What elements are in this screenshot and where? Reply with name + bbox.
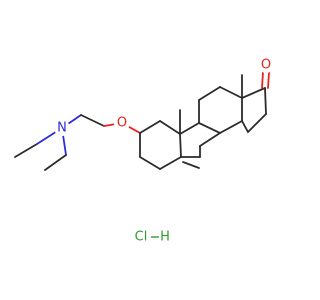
bond-d3-c5 bbox=[241, 120, 249, 133]
double-bond-c5-c6 bbox=[182, 161, 200, 169]
hydrochloride-salt: Cl H bbox=[135, 230, 170, 245]
bond-d2-d3 bbox=[247, 113, 267, 133]
bond-a3-b3 bbox=[179, 122, 200, 135]
bond-a3-a4 bbox=[179, 133, 182, 158]
ketone-oxygen-label: O bbox=[261, 58, 271, 73]
chlorine-label: Cl bbox=[135, 230, 148, 245]
bond-a4-a5 bbox=[159, 156, 182, 170]
bond-b4-c6 bbox=[199, 132, 221, 147]
bond-c4-d1 bbox=[241, 87, 266, 99]
bond-b3-c6 bbox=[198, 122, 221, 134]
ketone-double-bond-line-2 bbox=[267, 71, 270, 89]
bond-a5-a6 bbox=[139, 156, 161, 170]
ether-oxygen-label: O bbox=[117, 116, 127, 131]
molecule-diagram: N O O Cl H bbox=[14, 57, 274, 245]
bond-e2a-e2b bbox=[44, 154, 67, 171]
bond-ch2a-ch2b bbox=[80, 114, 105, 127]
bond-c2-c3 bbox=[198, 86, 221, 101]
ketone-oxygen-atom: O bbox=[258, 57, 274, 73]
bond-d1-d2 bbox=[264, 87, 267, 115]
hydrogen-label: H bbox=[160, 230, 170, 245]
bond-e1a-e1b bbox=[14, 143, 38, 158]
bond-a1-a2 bbox=[139, 120, 161, 134]
nitrogen-atom: N bbox=[54, 120, 70, 136]
bond-a2-a3 bbox=[159, 120, 181, 135]
bond-layer bbox=[14, 71, 270, 171]
bond-c5-c6 bbox=[219, 120, 243, 134]
ether-oxygen-atom: O bbox=[114, 115, 130, 131]
ketone-double-bond-line-1 bbox=[261, 71, 264, 89]
bond-c3-c4 bbox=[219, 86, 243, 99]
nitrogen-label: N bbox=[57, 121, 67, 136]
